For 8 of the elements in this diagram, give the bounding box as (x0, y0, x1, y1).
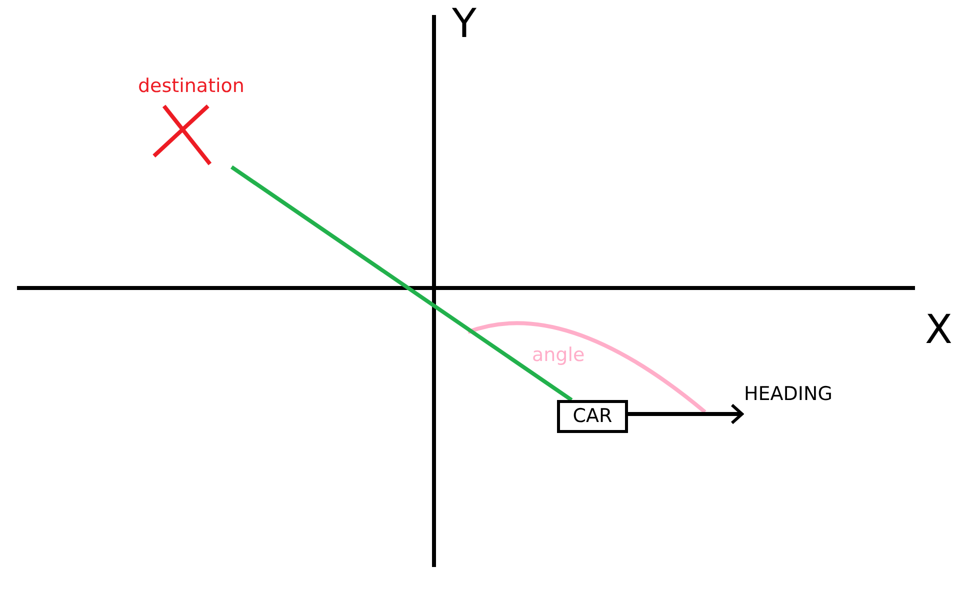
car-box: CAR (557, 400, 628, 433)
axis-label: X (925, 308, 952, 352)
arrow (628, 404, 744, 424)
heading-label: HEADING (742, 383, 840, 421)
marker-label: destination (138, 75, 244, 97)
angle-label: angle (532, 345, 585, 366)
connector-line (230, 165, 573, 402)
axis-label: Y (452, 2, 476, 46)
